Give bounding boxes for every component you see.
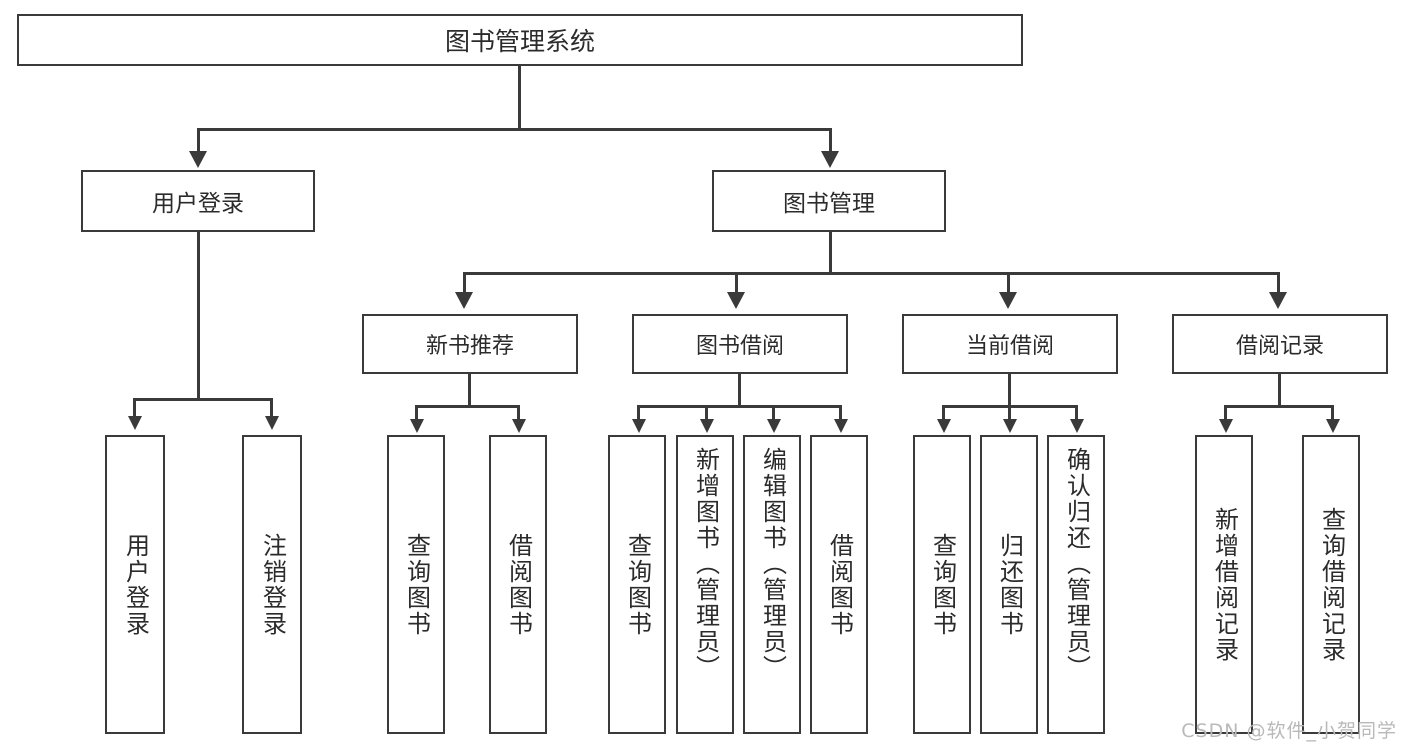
arrow-to-leaf-logout — [265, 416, 279, 430]
connector-l3-drop-2 — [735, 272, 738, 294]
leaf-add-borrow-record[interactable]: 新增借阅记录 — [1195, 435, 1253, 734]
leaf-label: 借阅图书 — [504, 532, 533, 637]
arrow-to-leaf-confirm-return — [1070, 419, 1084, 433]
node-root-book-management-system[interactable]: 图书管理系统 — [17, 14, 1023, 66]
leaf-label: 注销登录 — [258, 532, 287, 637]
connector-borrow-record-drop-1 — [1224, 405, 1227, 421]
connector-book-borrow-drop-2 — [705, 405, 708, 421]
node-borrow-record[interactable]: 借阅记录 — [1172, 314, 1388, 374]
arrow-to-leaf-borrow-book-2 — [834, 419, 848, 433]
connector-user-login-drop-1 — [133, 398, 136, 418]
leaf-label: 用户登录 — [121, 532, 150, 637]
node-label: 新书推荐 — [425, 334, 514, 359]
node-label: 图书管理系统 — [444, 27, 595, 56]
leaf-query-book-3[interactable]: 查询图书 — [913, 435, 971, 734]
leaf-user-login[interactable]: 用户登录 — [105, 435, 165, 734]
arrow-to-leaf-user-login — [128, 416, 142, 430]
arrow-to-leaf-add-book — [700, 419, 714, 433]
connector-borrow-record-stem — [1278, 374, 1281, 405]
node-label: 图书借阅 — [695, 334, 784, 359]
connector-current-borrow-drop-2 — [1008, 405, 1011, 421]
node-book-borrow[interactable]: 图书借阅 — [632, 314, 848, 374]
arrow-to-book-borrow — [727, 292, 745, 309]
leaf-label: 新增借阅记录 — [1210, 506, 1239, 663]
connector-current-borrow-stem — [1008, 374, 1011, 405]
node-new-book-recommend[interactable]: 新书推荐 — [362, 314, 578, 374]
connector-borrow-record-bus — [1224, 405, 1334, 408]
leaf-borrow-book-1[interactable]: 借阅图书 — [489, 435, 547, 734]
connector-book-borrow-stem — [738, 374, 741, 405]
leaf-borrow-book-2[interactable]: 借阅图书 — [810, 435, 868, 734]
connector-current-borrow-drop-1 — [942, 405, 945, 421]
connector-user-login-drop-2 — [270, 398, 273, 418]
leaf-query-book-1[interactable]: 查询图书 — [387, 435, 445, 734]
connector-l3-drop-3 — [1007, 272, 1010, 294]
leaf-label: 归还图书 — [995, 532, 1024, 637]
connector-user-login-stem — [197, 232, 200, 398]
arrow-to-leaf-query-book-2 — [632, 419, 646, 433]
leaf-query-book-2[interactable]: 查询图书 — [608, 435, 666, 734]
connector-book-management-bus — [463, 272, 1280, 275]
leaf-label: 查询借阅记录 — [1317, 506, 1346, 663]
leaf-logout[interactable]: 注销登录 — [242, 435, 302, 734]
node-label: 图书管理 — [783, 191, 875, 217]
arrow-root-to-book-management — [821, 151, 839, 168]
connector-book-borrow-drop-1 — [637, 405, 640, 421]
node-label: 借阅记录 — [1235, 334, 1324, 359]
arrow-to-borrow-record — [1269, 292, 1287, 309]
connector-root-drop-1 — [197, 128, 200, 153]
connector-new-book-stem — [468, 374, 471, 405]
arrow-to-current-borrow — [999, 292, 1017, 309]
connector-new-book-drop-1 — [415, 405, 418, 421]
leaf-label: 确认归还（管理员） — [1062, 447, 1091, 681]
connector-l3-drop-1 — [463, 272, 466, 294]
connector-current-borrow-drop-3 — [1075, 405, 1078, 421]
arrow-to-leaf-query-record — [1326, 419, 1340, 433]
arrow-to-leaf-edit-book — [767, 419, 781, 433]
connector-root-drop-2 — [829, 128, 832, 153]
leaf-label: 新增图书（管理员） — [691, 447, 720, 681]
connector-book-management-stem — [829, 232, 832, 272]
connector-l3-drop-4 — [1277, 272, 1280, 294]
node-current-borrow[interactable]: 当前借阅 — [902, 314, 1118, 374]
arrow-to-leaf-query-book-1 — [410, 419, 424, 433]
leaf-query-borrow-record[interactable]: 查询借阅记录 — [1302, 435, 1360, 734]
connector-new-book-bus — [415, 405, 520, 408]
node-book-management[interactable]: 图书管理 — [712, 170, 946, 232]
leaf-add-book-admin[interactable]: 新增图书（管理员） — [676, 435, 734, 734]
leaf-label: 查询图书 — [402, 532, 431, 637]
connector-root-stem — [518, 66, 521, 128]
leaf-edit-book-admin[interactable]: 编辑图书（管理员） — [743, 435, 801, 734]
arrow-to-leaf-return-book — [1003, 419, 1017, 433]
connector-root-bus — [197, 128, 830, 131]
leaf-label: 查询图书 — [928, 532, 957, 637]
connector-book-borrow-drop-3 — [772, 405, 775, 421]
leaf-label: 查询图书 — [623, 532, 652, 637]
node-user-login[interactable]: 用户登录 — [81, 170, 315, 232]
arrow-to-leaf-query-book-3 — [937, 419, 951, 433]
node-label: 用户登录 — [152, 191, 244, 217]
connector-new-book-drop-2 — [517, 405, 520, 421]
node-label: 当前借阅 — [965, 334, 1054, 359]
arrow-to-leaf-add-record — [1219, 419, 1233, 433]
arrow-root-to-user-login — [189, 151, 207, 168]
connector-book-borrow-bus — [637, 405, 842, 408]
connector-book-borrow-drop-4 — [839, 405, 842, 421]
connector-borrow-record-drop-2 — [1331, 405, 1334, 421]
arrow-to-new-book-recommend — [455, 292, 473, 309]
connector-user-login-bus — [133, 398, 273, 401]
leaf-confirm-return-admin[interactable]: 确认归还（管理员） — [1047, 435, 1105, 734]
leaf-return-book[interactable]: 归还图书 — [980, 435, 1038, 734]
arrow-to-leaf-borrow-book-1 — [512, 419, 526, 433]
leaf-label: 编辑图书（管理员） — [758, 447, 787, 681]
leaf-label: 借阅图书 — [825, 532, 854, 637]
